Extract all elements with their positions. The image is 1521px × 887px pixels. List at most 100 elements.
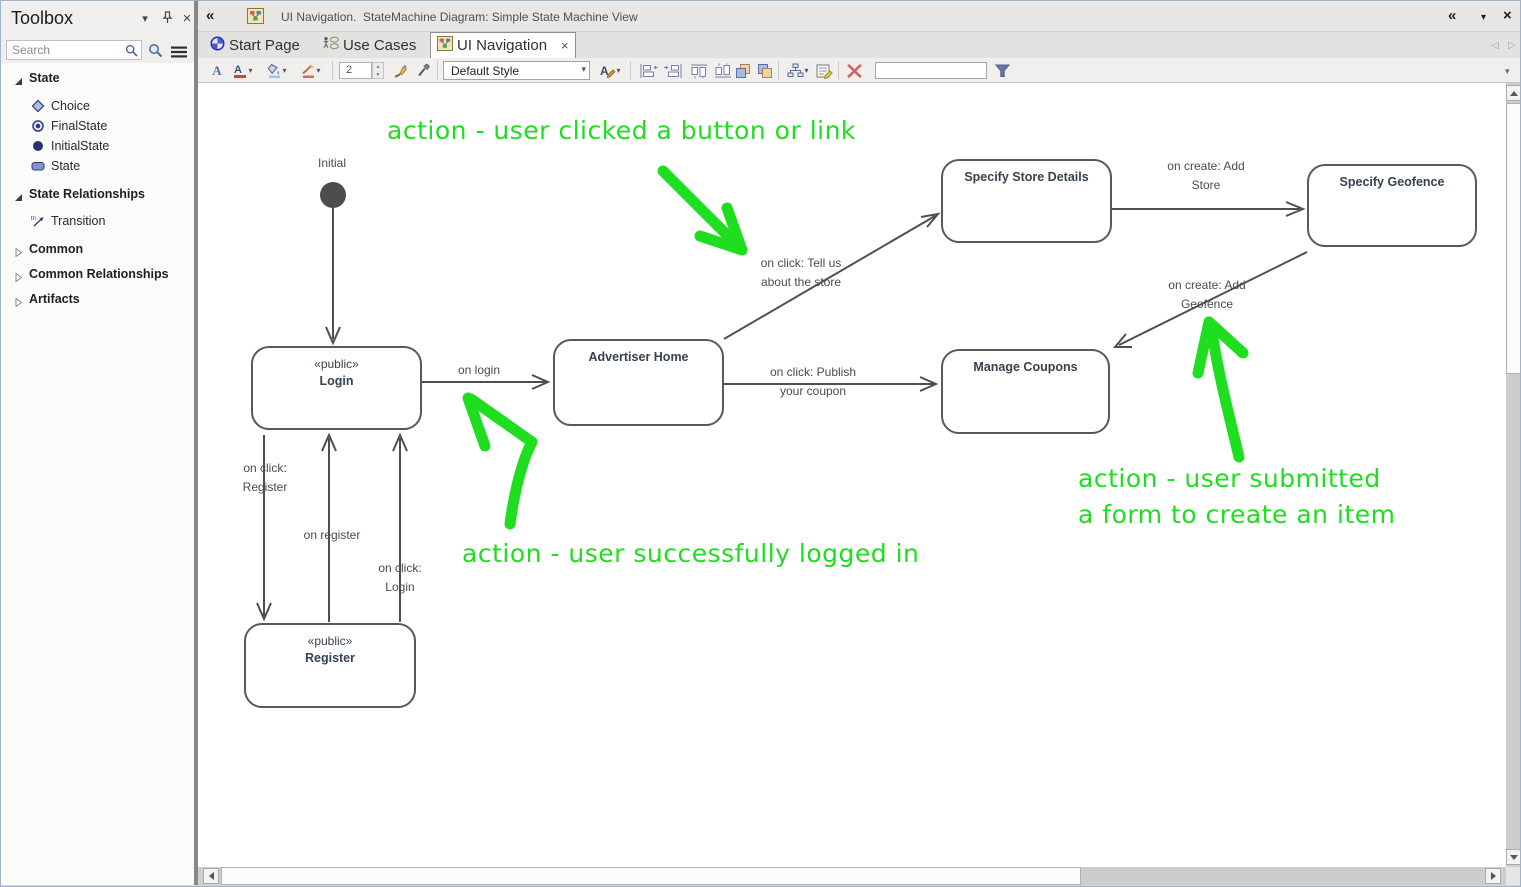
panel-splitter[interactable] [194, 1, 198, 885]
edge-geofence-coupons[interactable] [1118, 251, 1308, 346]
toolbar-overflow-icon[interactable]: ▾ [1505, 66, 1510, 76]
toolbox-menu-caret-icon[interactable]: ▾ [142, 13, 148, 25]
line-color-button[interactable]: ▾ [298, 62, 324, 79]
state-node-advertiser-home[interactable]: Advertiser Home [553, 339, 724, 426]
horizontal-scrollbar[interactable] [198, 867, 1506, 885]
initialstate-icon [31, 139, 45, 158]
finalstate-icon [31, 119, 45, 138]
toolbox-hamburger-icon[interactable] [171, 45, 187, 63]
tab-ui-navigation[interactable]: UI Navigation × [430, 32, 576, 58]
tab-use-cases[interactable]: Use Cases [317, 32, 422, 58]
diagram-world: «public» Login «public» Register Adverti… [198, 83, 1506, 867]
eyedropper-icon[interactable] [414, 62, 432, 79]
fill-color-button[interactable]: ▾ [264, 62, 290, 79]
toolbox-item-initialstate[interactable]: InitialState [1, 136, 194, 156]
green-arrow-submitted-wing [1192, 316, 1215, 379]
arrowhead [256, 602, 272, 622]
toolbox-section-state-relationships[interactable]: State Relationships [1, 184, 194, 204]
delete-button[interactable] [844, 62, 864, 79]
arrowhead [1112, 333, 1132, 348]
vertical-scroll-thumb[interactable] [1506, 103, 1520, 374]
toolbox-section-state[interactable]: State [1, 68, 194, 88]
state-node-specify-store-details[interactable]: Specify Store Details [941, 159, 1112, 243]
node-name: Login [319, 374, 354, 388]
green-arrow-login-wing [462, 392, 491, 452]
toolbox-section-common[interactable]: Common [1, 239, 194, 259]
section-expanded-icon[interactable] [14, 189, 23, 207]
node-stereotype: «public» [314, 357, 359, 371]
line-width-value[interactable]: 2 [339, 62, 372, 79]
edge-label-tell-us: on click: Tell us about the store [760, 256, 842, 289]
section-collapsed-icon[interactable] [14, 269, 23, 287]
scroll-up-icon[interactable] [1506, 85, 1520, 101]
tab-start-page[interactable]: Start Page [204, 32, 306, 58]
state-node-manage-coupons[interactable]: Manage Coupons [941, 349, 1110, 434]
font-color-button[interactable]: A▾ [234, 64, 253, 78]
line-width-stepper[interactable]: ▲▼ [372, 62, 384, 79]
toolbox-close-icon[interactable]: × [182, 10, 192, 27]
align-top-icon[interactable] [688, 62, 710, 79]
scroll-left-icon[interactable] [203, 868, 219, 884]
collapse-panel-icon[interactable]: « [206, 7, 215, 24]
green-arrow-clicked [657, 165, 747, 255]
toolbar-separator [437, 61, 438, 80]
hierarchy-layout-button[interactable]: ▾ [784, 62, 812, 79]
arrowhead [919, 376, 939, 392]
state-node-login[interactable]: «public» Login [251, 346, 422, 430]
tab-label: Start Page [229, 36, 300, 54]
arrowhead [392, 432, 408, 452]
align-left-icon[interactable] [638, 62, 660, 79]
filter-icon[interactable] [993, 62, 1011, 79]
initial-node-label: Initial [317, 156, 347, 170]
toolbox-search-input[interactable] [12, 42, 122, 58]
format-painter-icon[interactable] [391, 62, 411, 79]
toolbox-item-transition[interactable]: tn Transition [1, 211, 194, 231]
collapse-right-icon[interactable]: « [1448, 7, 1457, 24]
diagram-properties-icon[interactable] [814, 62, 834, 79]
vertical-scrollbar[interactable] [1506, 83, 1520, 867]
section-expanded-icon[interactable] [14, 73, 23, 91]
scroll-right-icon[interactable] [1485, 868, 1501, 884]
section-collapsed-icon[interactable] [14, 294, 23, 312]
diagram-filter-input[interactable] [875, 62, 987, 79]
horizontal-scroll-thumb[interactable] [221, 867, 1081, 885]
toolbar-separator [630, 61, 631, 80]
diagram-toolbar: A A▾ ▾ ▾ 2 ▲▼ Default Style ▾ A▾ [198, 58, 1520, 83]
search-icon[interactable] [125, 44, 138, 62]
toolbox-search-box[interactable] [6, 40, 142, 60]
align-bottom-icon[interactable] [712, 62, 734, 79]
bring-forward-icon[interactable] [733, 62, 753, 79]
state-node-register[interactable]: «public» Register [244, 623, 416, 708]
combo-caret-icon[interactable]: ▾ [581, 64, 586, 74]
scroll-down-icon[interactable] [1506, 849, 1520, 865]
header-close-icon[interactable]: × [1503, 7, 1512, 24]
tab-scroll-right-icon[interactable]: ▷ [1508, 40, 1516, 51]
initial-node[interactable] [320, 182, 346, 208]
style-combobox[interactable]: Default Style ▾ [443, 61, 590, 80]
send-backward-icon[interactable] [755, 62, 775, 79]
edge-advertiser-store[interactable] [723, 215, 936, 340]
search-options-icon[interactable] [148, 43, 163, 63]
node-name: Manage Coupons [973, 360, 1078, 374]
header-caret-icon[interactable]: ▾ [1481, 12, 1487, 23]
tab-close-icon[interactable]: × [561, 38, 569, 53]
toolbox-title: Toolbox [11, 8, 74, 28]
toolbox-section-common-relationships[interactable]: Common Relationships [1, 264, 194, 284]
arrowhead [325, 326, 341, 346]
edge-label-add-store: on create: Add Store [1167, 159, 1245, 192]
text-style-button[interactable]: A▾ [600, 64, 621, 78]
toolbox-item-finalstate[interactable]: FinalState [1, 116, 194, 136]
align-right-icon[interactable] [662, 62, 684, 79]
diagram-canvas[interactable]: «public» Login «public» Register Adverti… [198, 83, 1506, 867]
toolbox-pin-icon[interactable] [159, 11, 175, 27]
section-collapsed-icon[interactable] [14, 244, 23, 262]
toolbox-item-state[interactable]: State [1, 156, 194, 176]
tab-scroll-left-icon[interactable]: ◁ [1491, 40, 1499, 51]
state-node-specify-geofence[interactable]: Specify Geofence [1307, 164, 1477, 247]
toolbox-item-choice[interactable]: Choice [1, 96, 194, 116]
node-name: Advertiser Home [588, 350, 689, 364]
arrowhead [1285, 201, 1306, 217]
toolbox-section-artifacts[interactable]: Artifacts [1, 289, 194, 309]
annotation-clicked: action - user clicked a button or link [387, 116, 856, 145]
font-button[interactable]: A [212, 62, 222, 78]
